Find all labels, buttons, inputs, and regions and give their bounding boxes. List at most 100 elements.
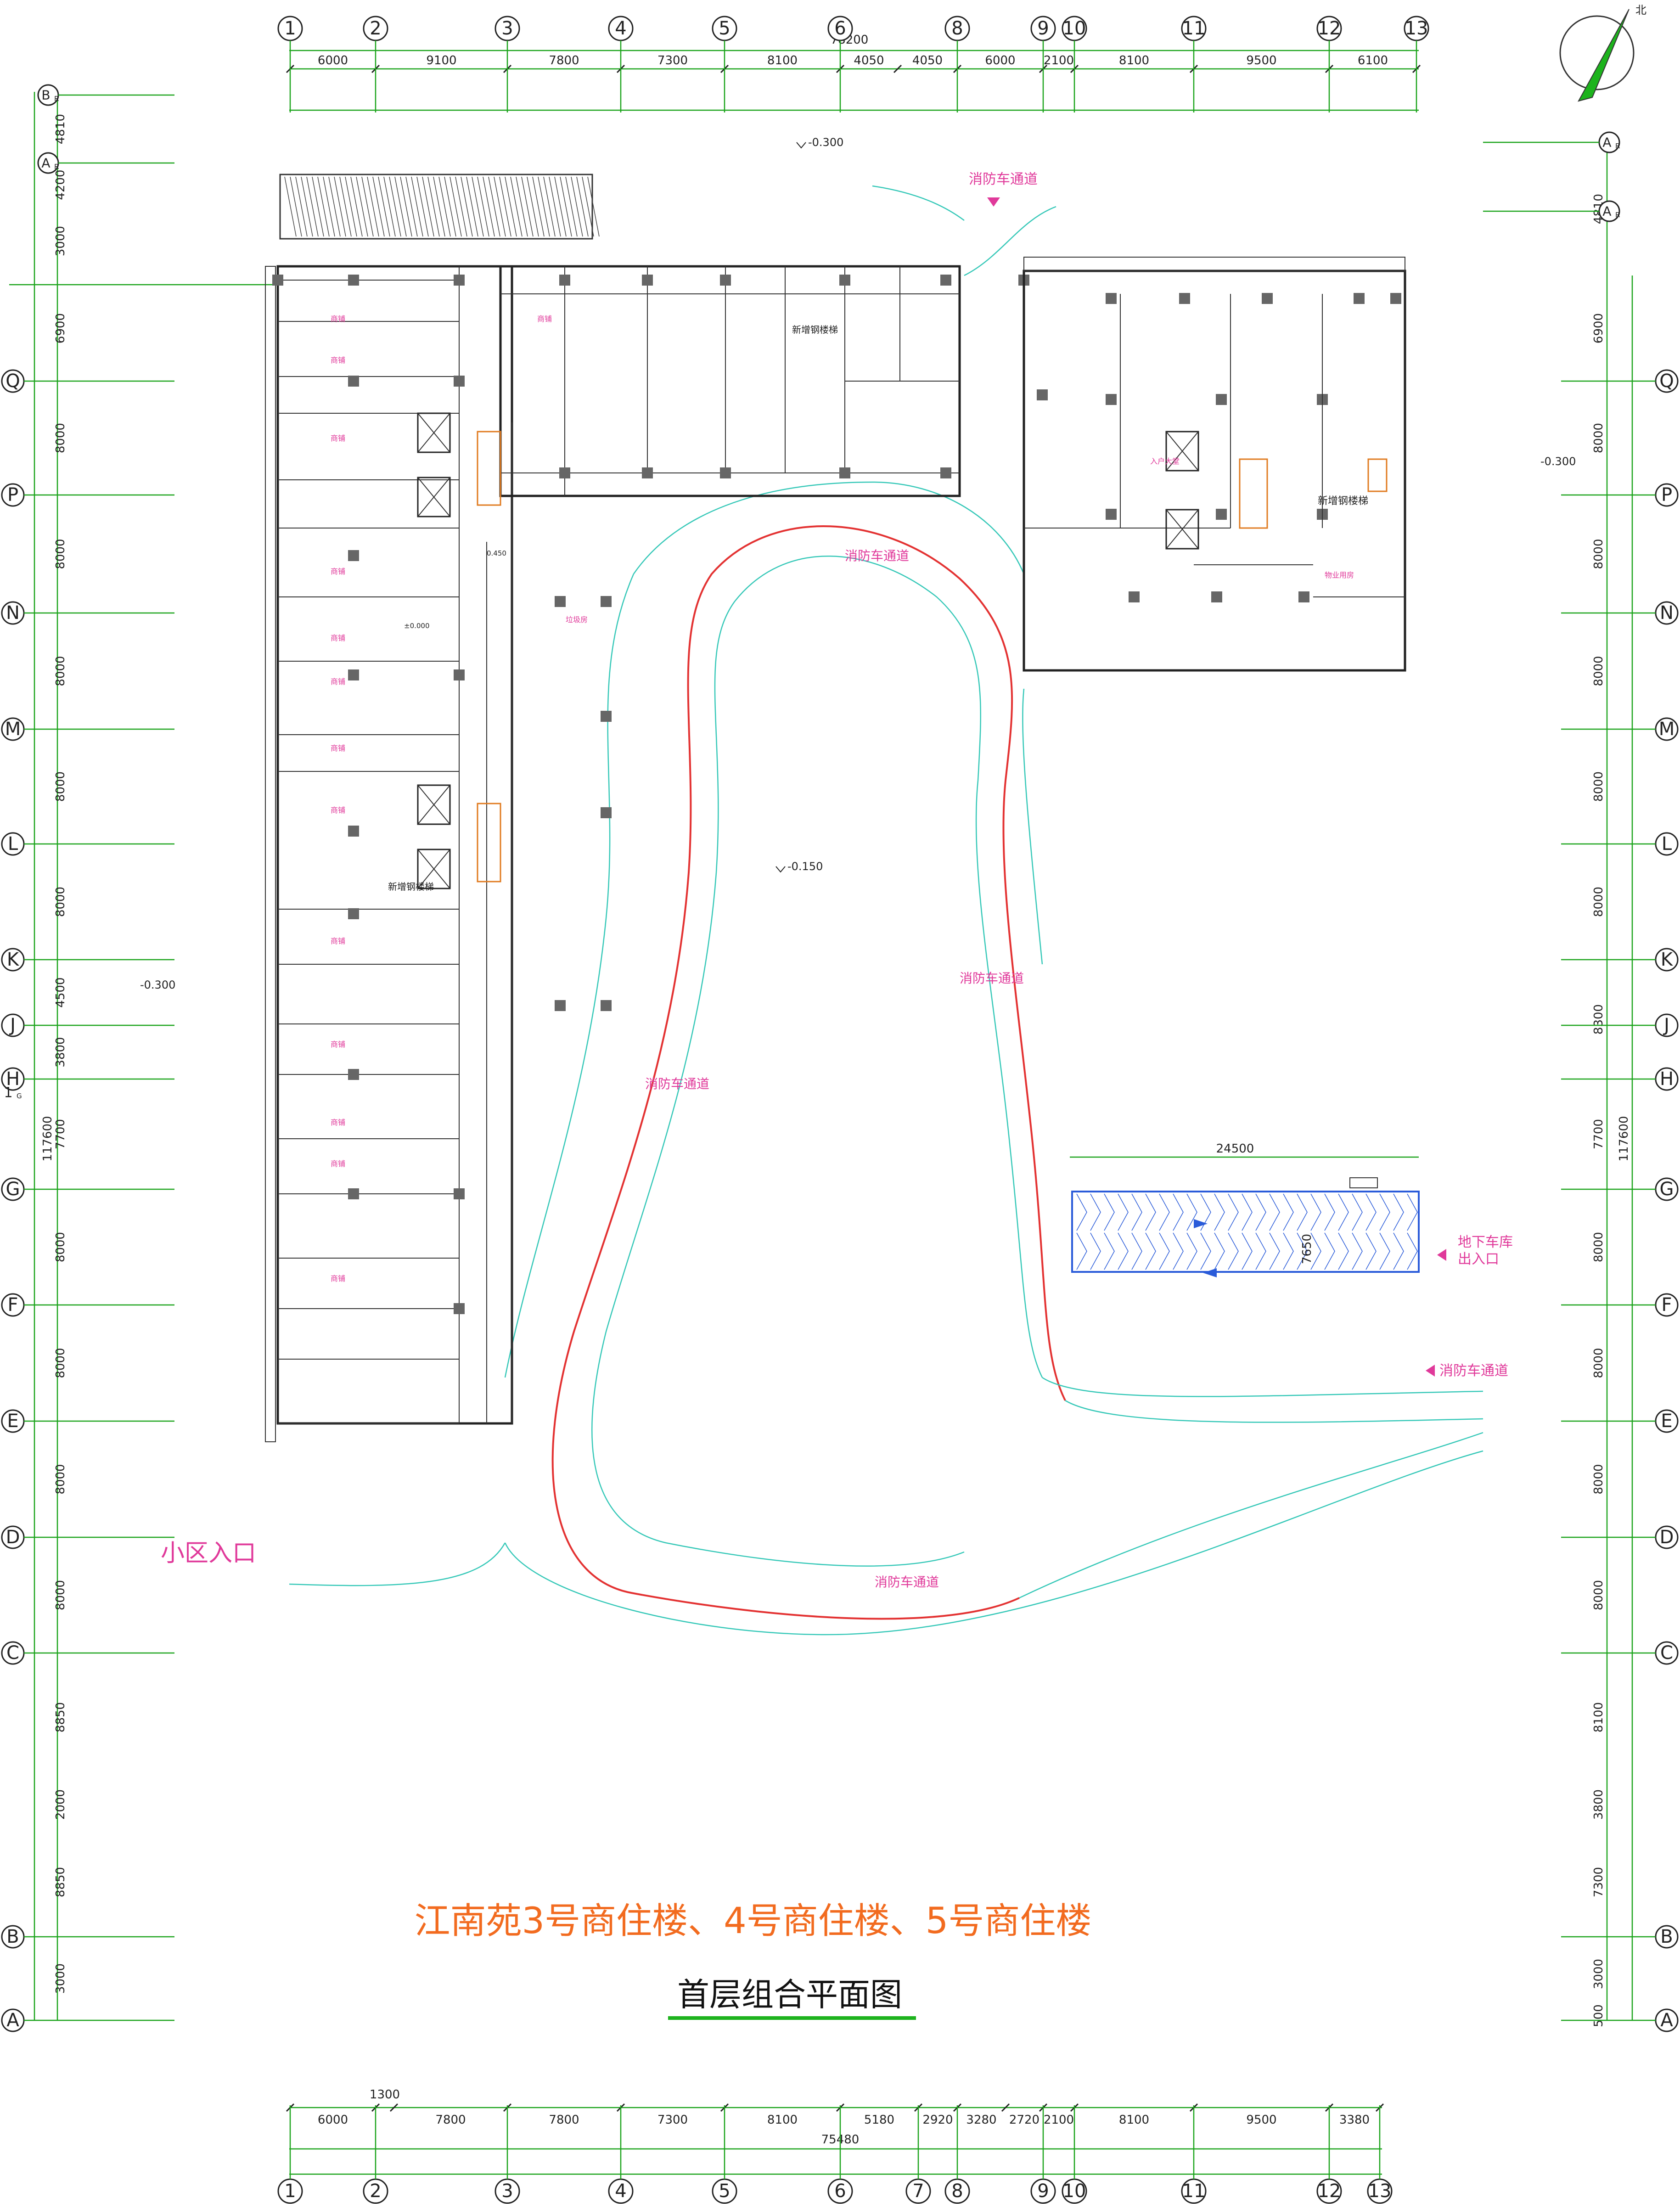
right-dim: 8000	[1592, 539, 1606, 569]
svg-text:J: J	[9, 1015, 16, 1036]
bottom-dim: 2720	[1009, 2113, 1039, 2127]
axis-right-E: E	[1655, 1409, 1679, 1433]
svg-text:L: L	[1662, 833, 1672, 855]
svg-text:2: 2	[370, 18, 381, 39]
axis-right-A: A	[1655, 2008, 1679, 2032]
svg-text:10: 10	[1063, 2181, 1086, 2202]
ref-marker-br: B R	[37, 84, 174, 106]
svg-text:B: B	[1660, 1926, 1673, 1947]
axis-bottom-8: 8	[944, 2178, 970, 2204]
room-label-shop: 商铺	[331, 567, 345, 576]
left-dim: 4810	[54, 114, 67, 144]
property-room-label: 物业用房	[1325, 571, 1354, 579]
right-dimension-chain: 117600 481069008000800080008000800083007…	[1592, 138, 1633, 2027]
axis-bottom-4: 4	[608, 2178, 634, 2204]
axis-right-C: C	[1655, 1641, 1679, 1665]
left-dim: 8000	[54, 1464, 67, 1494]
bottom-dim: 2920	[922, 2113, 953, 2127]
svg-text:A: A	[1602, 204, 1611, 219]
axis-left-N: N	[1, 601, 25, 625]
left-dim: 3000	[54, 1963, 67, 1994]
garbage-room-label: 垃圾房	[566, 615, 588, 624]
top-dim: 7800	[549, 54, 579, 67]
garage-entrance-label-1: 地下车库	[1458, 1234, 1513, 1250]
bottom-dim: 3280	[966, 2113, 996, 2127]
svg-text:2: 2	[370, 2181, 381, 2202]
right-dim: 7700	[1592, 1119, 1606, 1149]
room-label-shop: 商铺	[331, 1118, 345, 1127]
axis-left-Q: Q	[1, 369, 25, 393]
building-3-left-wing	[265, 265, 513, 1442]
top-dim: 9100	[426, 54, 456, 67]
left-dim: 4200	[54, 169, 67, 200]
axis-top-4: 4	[608, 16, 634, 41]
left-total-dim: 117600	[41, 1116, 55, 1161]
left-dim: 2000	[54, 1789, 67, 1820]
bottom-dim: 8100	[1119, 2113, 1149, 2127]
top-dim: 2100	[1044, 54, 1074, 67]
level-right: -0.300	[1540, 455, 1576, 468]
bottom-dim: 1300	[370, 2088, 400, 2102]
ref-marker-1g: 1 G	[4, 1085, 22, 1101]
axis-right-D: D	[1655, 1525, 1679, 1549]
room-label-shop: 商铺	[331, 806, 345, 815]
axis-top-13: 13	[1404, 16, 1429, 41]
right-dim: 8000	[1592, 656, 1606, 686]
axis-left-J: J	[1, 1013, 25, 1037]
svg-text:A: A	[41, 156, 50, 171]
room-label-shop: 商铺	[331, 744, 345, 753]
axis-left-K: K	[1, 948, 25, 972]
top-dim: 7300	[657, 54, 688, 67]
left-dim: 8000	[54, 887, 67, 917]
building-3-core-1	[417, 412, 501, 517]
axis-bottom-13: 13	[1367, 2178, 1393, 2204]
axis-left-H: H	[1, 1067, 25, 1091]
right-dim: 8000	[1592, 771, 1606, 802]
svg-text:4: 4	[615, 2181, 626, 2202]
svg-text:7: 7	[912, 2181, 924, 2202]
level-top: -0.300	[808, 136, 843, 149]
axis-left-M: M	[1, 717, 25, 741]
svg-text:H: H	[6, 1068, 20, 1090]
left-dim: 8000	[54, 423, 67, 453]
left-dim: 8000	[54, 1580, 67, 1610]
top-dim: 8100	[1119, 54, 1149, 67]
svg-text:G: G	[1660, 1179, 1674, 1200]
bottom-dim: 2100	[1044, 2113, 1074, 2127]
axis-left-P: P	[1, 483, 25, 507]
svg-text:13: 13	[1368, 2181, 1392, 2202]
room-label-shop: 商铺	[331, 1040, 345, 1049]
top-dim: 6000	[318, 54, 348, 67]
svg-text:K: K	[7, 949, 20, 970]
left-dim: 6900	[54, 313, 67, 343]
right-dim: 8000	[1592, 1232, 1606, 1262]
axis-bottom-7: 7	[905, 2178, 931, 2204]
svg-text:6: 6	[834, 18, 846, 39]
axis-left-D: D	[1, 1525, 25, 1549]
room-label-shop: 商铺	[331, 356, 345, 365]
axis-top-6: 6	[827, 16, 853, 41]
svg-text:M: M	[1659, 719, 1675, 740]
level-markers: -0.300 -0.300 -0.300 -0.150	[140, 136, 1576, 991]
ref-marker-ar-right: A R A R	[1483, 131, 1620, 222]
top-dim: 4050	[912, 54, 943, 67]
svg-text:3: 3	[501, 2181, 513, 2202]
bottom-dim: 3380	[1339, 2113, 1370, 2127]
axis-left-F: F	[1, 1293, 25, 1317]
drawing-title-sub: 首层组合平面图	[677, 1976, 902, 2013]
svg-text:12: 12	[1318, 2181, 1341, 2202]
svg-text:G: G	[6, 1179, 20, 1200]
axis-top-8: 8	[944, 16, 970, 41]
svg-text:F: F	[7, 1294, 18, 1316]
left-dim: 8850	[54, 1702, 67, 1732]
axis-bottom-12: 12	[1316, 2178, 1342, 2204]
north-arrow: 北	[1559, 4, 1646, 102]
svg-text:1: 1	[4, 1085, 12, 1101]
svg-text:4: 4	[615, 18, 626, 39]
community-entrance-label: 小区入口	[161, 1540, 256, 1567]
axis-right-H: H	[1655, 1067, 1679, 1091]
garage-width-dim: 24500	[1216, 1142, 1254, 1156]
left-dim: 4500	[54, 977, 67, 1007]
axis-top-3: 3	[494, 16, 520, 41]
